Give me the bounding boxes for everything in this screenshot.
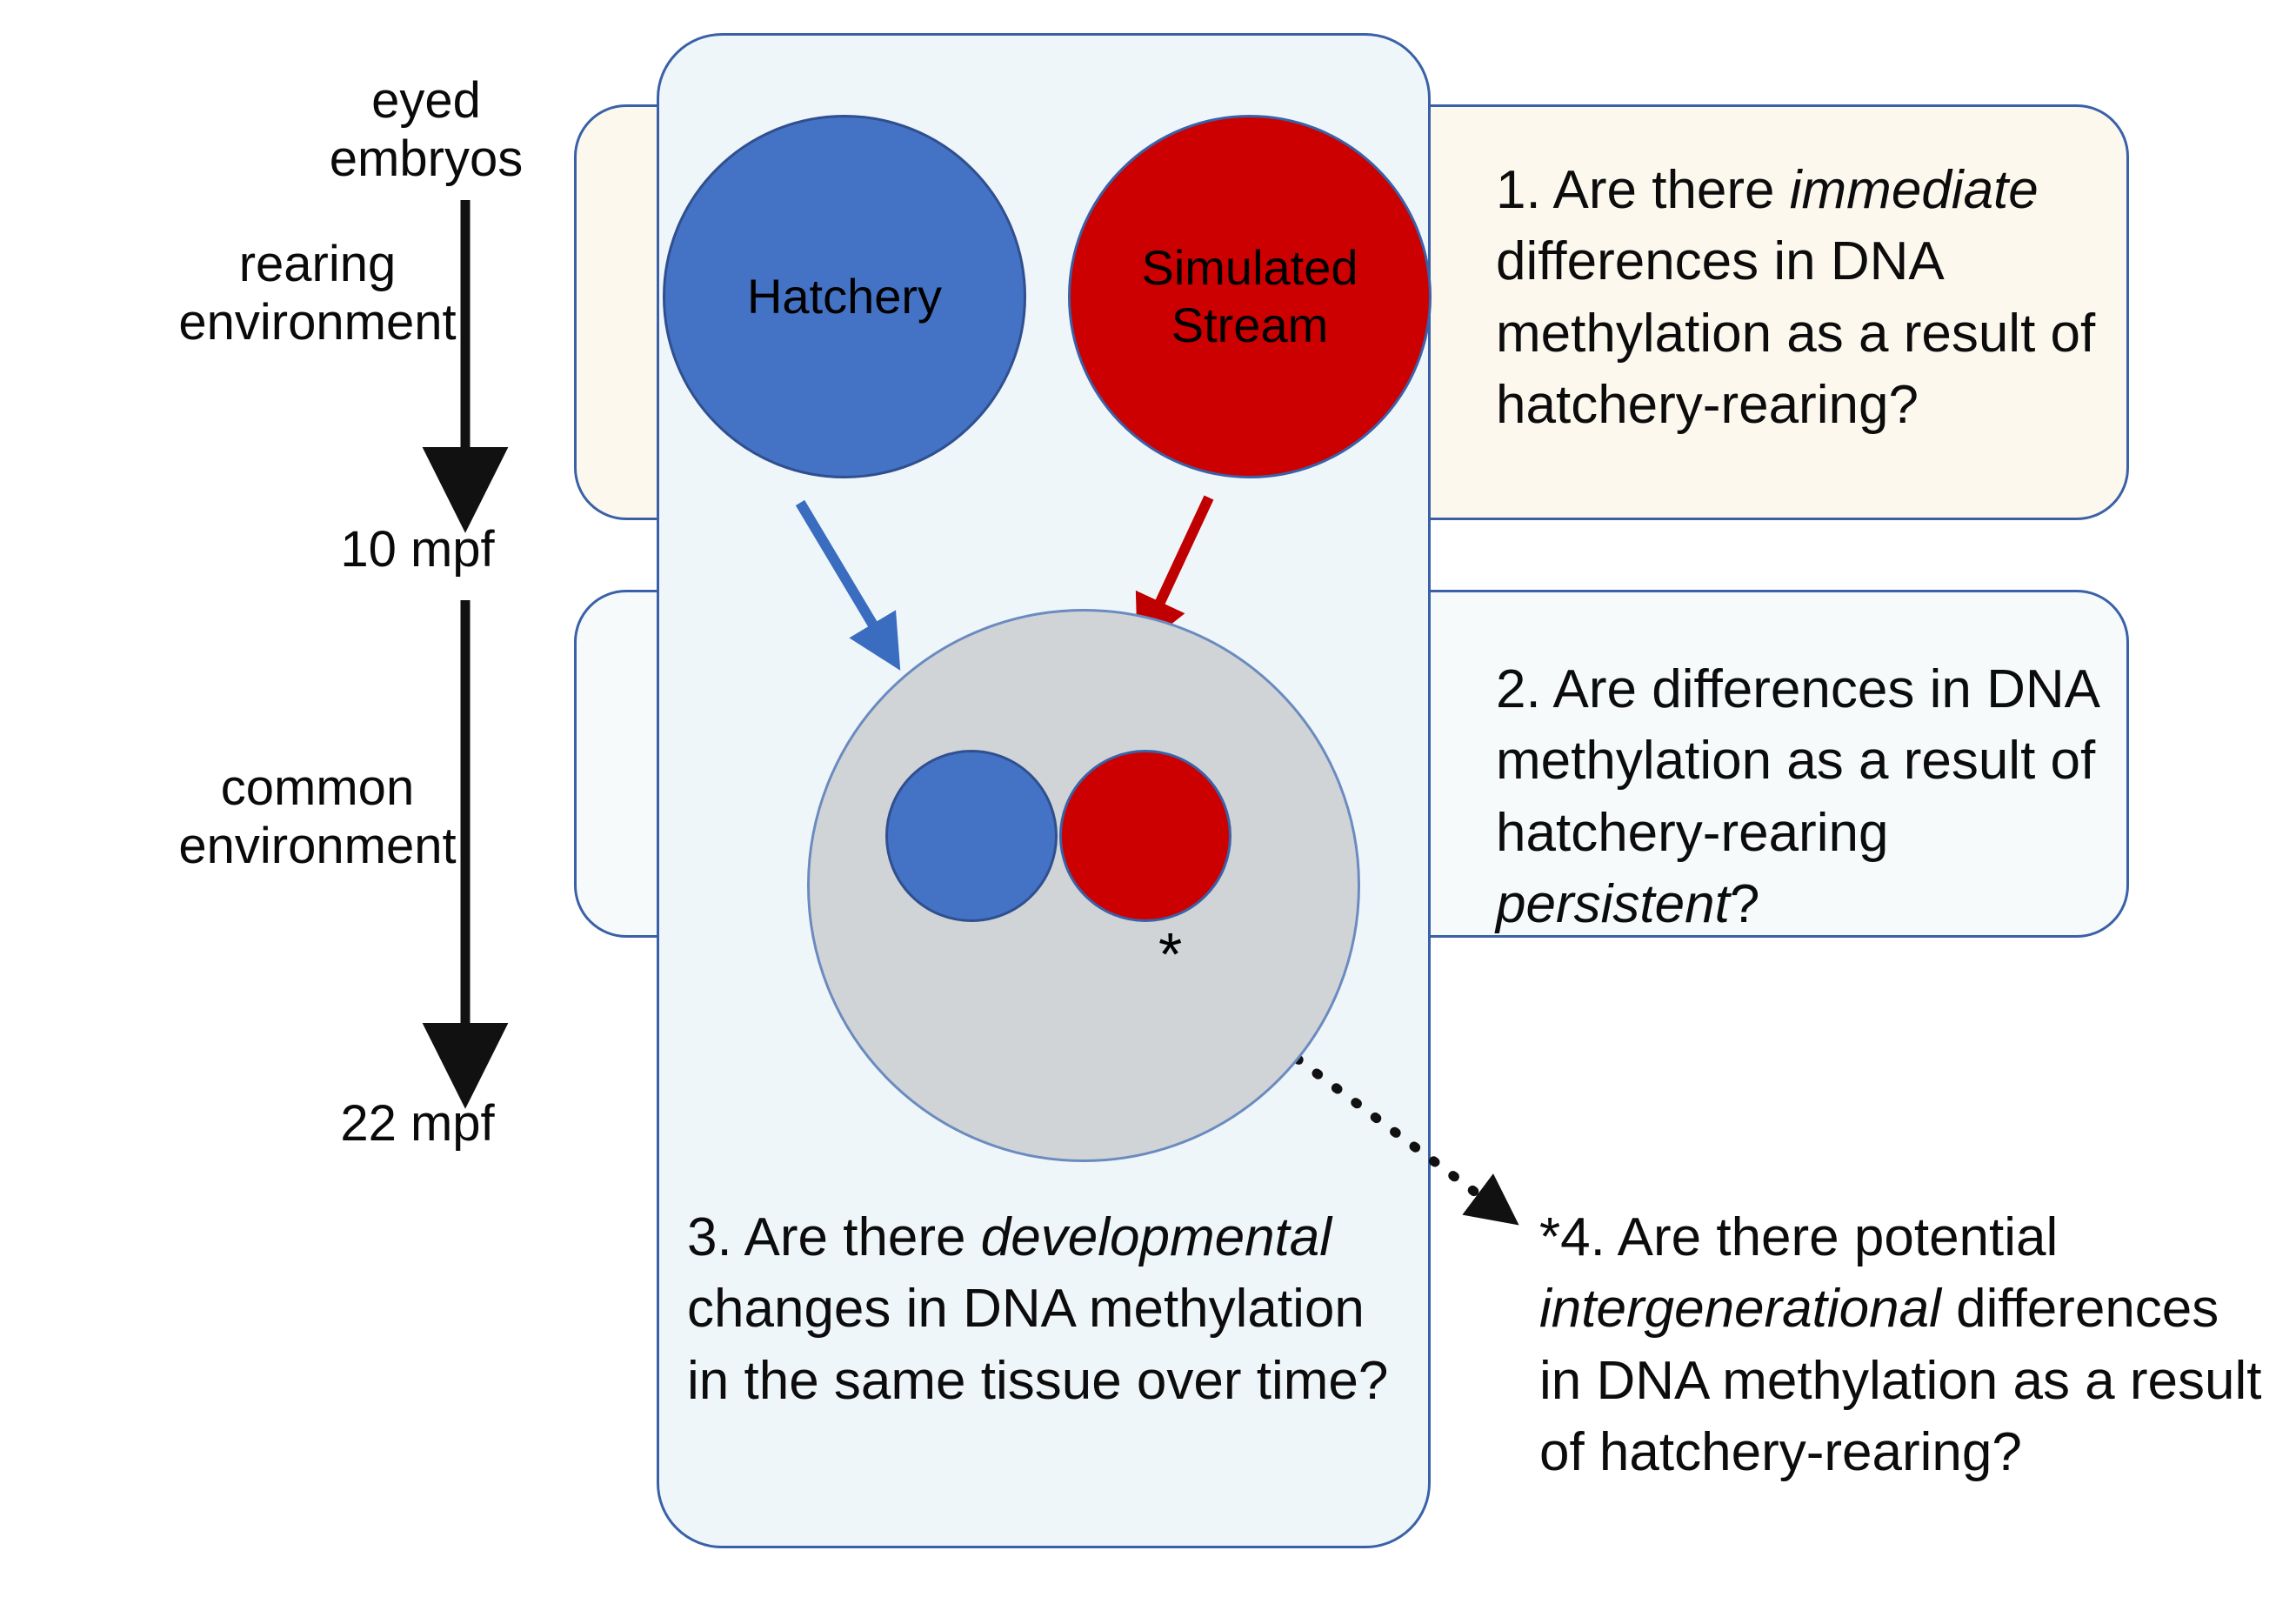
label-common-environment: common environment <box>113 759 522 876</box>
q1-suffix: differences in DNA methylation as a resu… <box>1496 231 2096 436</box>
label-common-line2: environment <box>178 818 457 875</box>
label-timepoint-10mpf: 10 mpf <box>340 521 495 578</box>
label-eyed-embryos-line1: eyed <box>371 72 481 129</box>
question-1-text: 1. Are there immediate differences in DN… <box>1496 155 2122 442</box>
question-3-text: 3. Are there developmental changes in DN… <box>687 1202 1409 1417</box>
q3-emphasis: developmental <box>980 1207 1332 1267</box>
q2-prefix: 2. Are differences in DNA methylation as… <box>1496 659 2098 863</box>
q1-prefix: 1. Are there <box>1496 160 1790 220</box>
simulated-stream-label-line1: Simulated <box>1141 239 1358 295</box>
q1-emphasis: immediate <box>1789 160 2039 220</box>
asterisk-marker: * <box>1158 920 1183 988</box>
hatchery-origin-small-circle <box>885 750 1058 922</box>
q4-prefix: *4. Are there potential <box>1539 1207 2059 1267</box>
label-rearing-line2: environment <box>178 294 457 351</box>
question-4-text: *4. Are there potential intergenerationa… <box>1539 1202 2270 1489</box>
q3-prefix: 3. Are there <box>687 1207 981 1267</box>
label-timepoint-22mpf: 22 mpf <box>340 1095 495 1152</box>
q3-suffix: changes in DNA methylation in the same t… <box>687 1279 1389 1411</box>
label-eyed-embryos-line2: embryos <box>329 130 524 188</box>
question-2-text: 2. Are differences in DNA methylation as… <box>1496 654 2131 941</box>
hatchery-treatment-circle: Hatchery <box>663 115 1026 478</box>
label-common-line1: common <box>220 759 415 816</box>
simulated-stream-label-line2: Stream <box>1171 297 1329 352</box>
label-eyed-embryos: eyed embryos <box>296 71 557 189</box>
q4-suffix: differences in DNA methylation as a resu… <box>1539 1279 2262 1483</box>
q4-emphasis: intergenerational <box>1539 1279 1941 1340</box>
q2-suffix: ? <box>1729 874 1760 935</box>
hatchery-label: Hatchery <box>746 268 943 324</box>
q2-emphasis: persistent <box>1496 874 1730 935</box>
label-rearing-environment: rearing environment <box>113 235 522 352</box>
stream-origin-small-circle <box>1059 750 1231 922</box>
label-rearing-line1: rearing <box>238 236 397 292</box>
